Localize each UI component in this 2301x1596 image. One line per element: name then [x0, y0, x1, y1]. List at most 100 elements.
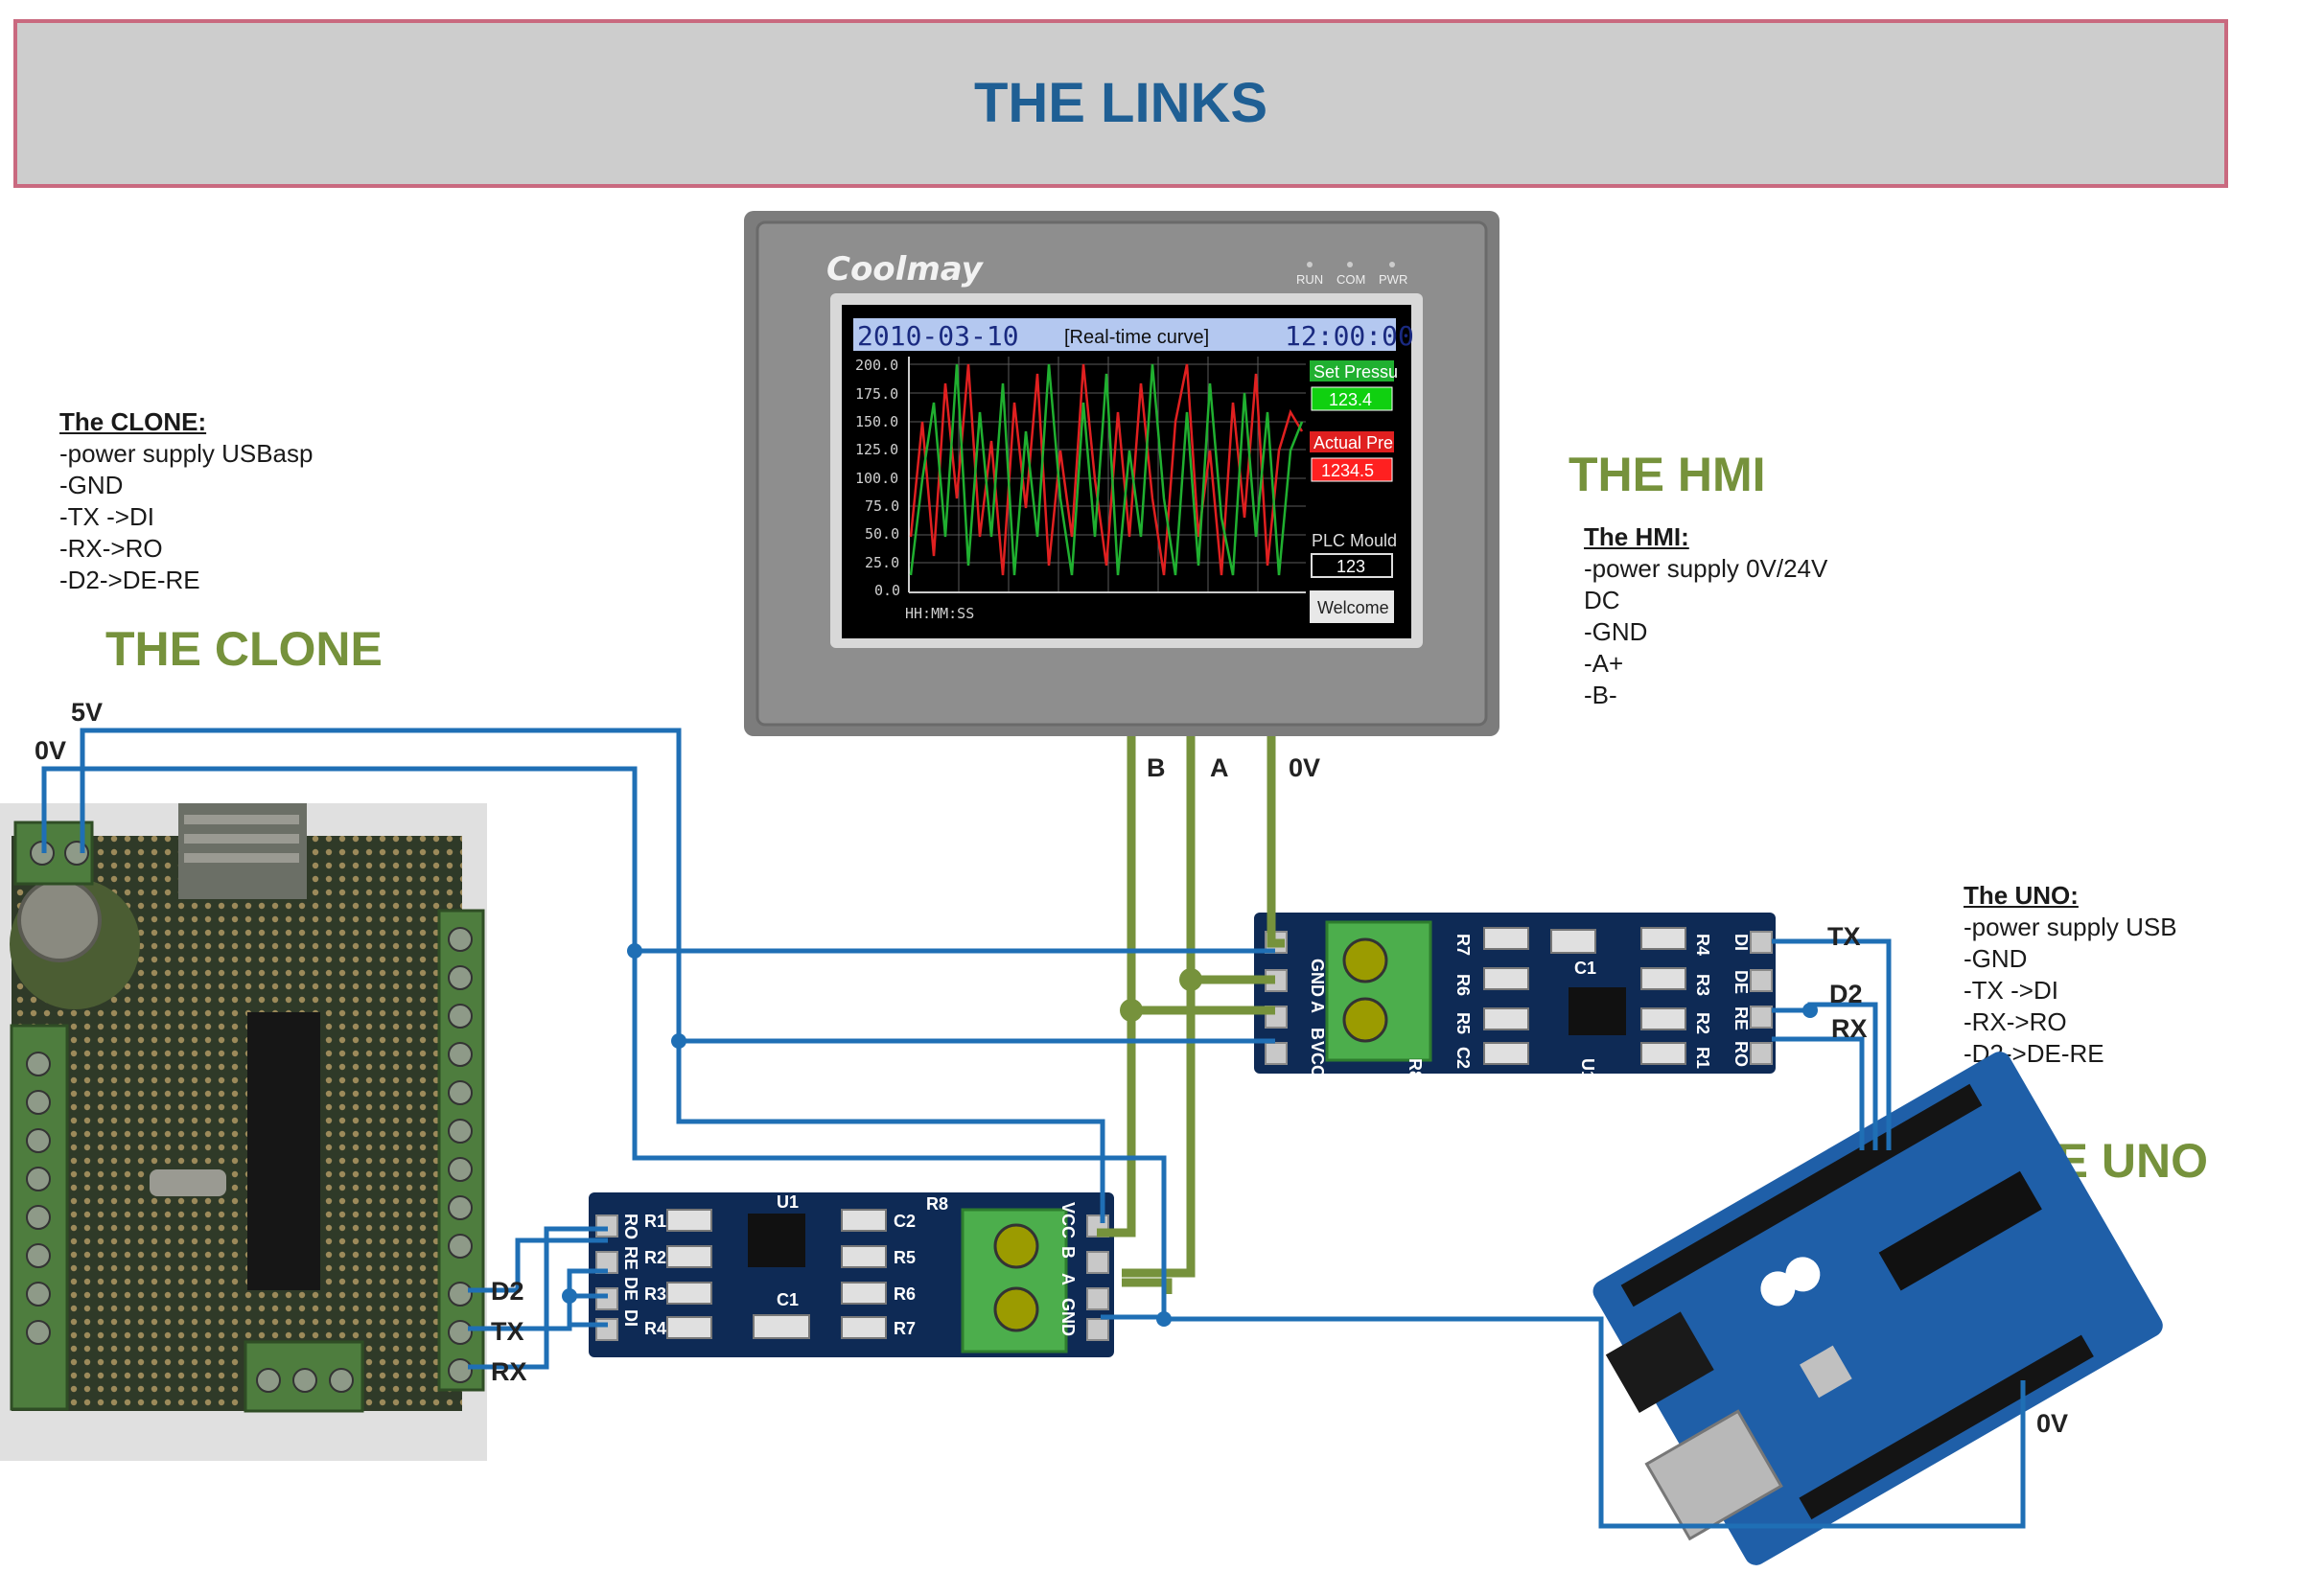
hmi-device: Coolmay RUN COM PWR 2010-03-10 [Real-tim…	[744, 211, 1499, 736]
wire-clone-d2	[468, 1237, 608, 1293]
hmi-note-line: DC	[1584, 586, 1620, 614]
module-pin-label: B	[1308, 1028, 1327, 1040]
module-resistor-label: R6	[894, 1284, 916, 1304]
hmi-actual-label: Actual Pre	[1313, 433, 1393, 452]
hmi-date: 2010-03-10	[857, 320, 1019, 352]
module-pin-label: DI	[1732, 934, 1751, 951]
module-resistor-label: R1	[644, 1212, 666, 1231]
module-resistor-label: R8	[1406, 1058, 1425, 1080]
module-resistor-label: R3	[1693, 974, 1712, 996]
clone-notes-heading: The CLONE:	[59, 407, 207, 436]
hmi-note-line: -power supply 0V/24V	[1584, 554, 1828, 583]
module-resistor-label: R1	[1693, 1047, 1712, 1069]
label-hmi-b: B	[1147, 753, 1166, 782]
hmi-brand: Coolmay	[826, 250, 985, 289]
wire-clone-tx	[468, 1268, 608, 1331]
module-pin-label: DE	[1732, 970, 1751, 994]
hmi-notes-heading: The HMI:	[1584, 522, 1689, 551]
module-chip-label: U1	[1578, 1058, 1597, 1080]
wire-uno-rx	[1772, 1036, 1865, 1150]
wire-clone-5v	[80, 728, 1105, 1223]
label-clone-0v: 0V	[35, 736, 67, 765]
module-pin-label: DI	[621, 1309, 640, 1327]
hmi-y-tick: 25.0	[865, 554, 899, 571]
hmi-indicator-pwr: PWR	[1379, 272, 1407, 287]
hmi-y-tick: 75.0	[865, 497, 899, 515]
label-uno-tx: TX	[1827, 922, 1861, 951]
module-chip-label: U1	[777, 1192, 799, 1212]
module-cap-label: C1	[1574, 959, 1596, 978]
module-pin-label: GND	[1058, 1298, 1078, 1336]
wire-uno-tx	[1772, 938, 1892, 1150]
hmi-set-value: 123.4	[1329, 390, 1372, 409]
hmi-y-tick: 100.0	[855, 470, 898, 487]
wire-hmi-a	[1122, 736, 1196, 1278]
title-banner: THE LINKS	[13, 19, 2228, 188]
clone-notes: The CLONE: -power supply USBasp -GND -TX…	[59, 406, 313, 596]
module-resistor-label: R4	[644, 1319, 666, 1338]
section-title-clone: THE CLONE	[105, 622, 383, 676]
label-clone-5v: 5V	[71, 698, 104, 727]
clone-note-line: -RX->RO	[59, 534, 163, 563]
uno-note-line: -GND	[1964, 944, 2028, 973]
section-title-hmi: THE HMI	[1569, 448, 1766, 501]
module-pin-label: RE	[1732, 1006, 1751, 1030]
module-resistor-label: R7	[894, 1319, 916, 1338]
uno-note-line: -RX->RO	[1964, 1007, 2067, 1036]
module-pin-label: VCC	[1308, 1041, 1327, 1077]
label-hmi-a: A	[1210, 753, 1229, 782]
module-resistor-label: R7	[1453, 934, 1473, 956]
hmi-y-tick: 0.0	[874, 582, 900, 599]
hmi-y-tick: 50.0	[865, 525, 899, 543]
hmi-set-label: Set Pressu	[1313, 362, 1398, 382]
module-pin-label: B	[1058, 1246, 1078, 1259]
rs485-module-hmi: GND A B VCC DI DE RE RO R7 R6 R5 C2 R4 R…	[1254, 913, 1776, 1080]
hmi-y-tick: 150.0	[855, 413, 898, 430]
module-pin-label: DE	[621, 1277, 640, 1301]
module-cap-label: C2	[1453, 1047, 1473, 1069]
module-cap-label: C1	[777, 1290, 799, 1309]
hmi-time: 12:00:00	[1285, 320, 1414, 352]
wire-uno-0v	[1164, 1316, 2026, 1529]
label-hmi-0v: 0V	[1289, 753, 1321, 782]
label-uno-rx: RX	[1831, 1014, 1868, 1043]
hmi-note-line: -GND	[1584, 617, 1648, 646]
module-resistor-label: R3	[644, 1284, 666, 1304]
clone-note-line: -power supply USBasp	[59, 439, 314, 468]
module-resistor-label: R2	[644, 1248, 666, 1267]
clone-note-line: -TX ->DI	[59, 502, 154, 531]
uno-note-line: -TX ->DI	[1964, 976, 2058, 1005]
label-clone-d2: D2	[491, 1277, 524, 1306]
label-uno-0v: 0V	[2036, 1409, 2069, 1438]
module-resistor-label: R8	[926, 1194, 948, 1214]
hmi-note-line: -B-	[1584, 681, 1617, 709]
hmi-welcome-button: Welcome	[1317, 598, 1389, 617]
rs485-module-clone: RO RE DE DI VCC B A GND R1 R2 R3 R4 R5 R…	[589, 1192, 1114, 1357]
module-resistor-label: R5	[894, 1248, 916, 1267]
module-pin-label: VCC	[1058, 1202, 1078, 1238]
hmi-y-tick: 175.0	[855, 385, 898, 403]
module-resistor-label: R6	[1453, 974, 1473, 996]
hmi-indicator-com: COM	[1336, 272, 1365, 287]
module-pin-label: GND	[1308, 959, 1327, 997]
label-uno-d2: D2	[1829, 980, 1863, 1008]
hmi-chart-title: [Real-time curve]	[1064, 327, 1209, 348]
wire-hmi-b	[1097, 736, 1136, 1237]
clone-note-line: -D2->DE-RE	[59, 566, 200, 594]
uno-notes-heading: The UNO:	[1964, 881, 2079, 910]
page-title: THE LINKS	[973, 72, 1268, 134]
module-pin-label: RE	[621, 1246, 640, 1270]
clone-board	[0, 803, 487, 1461]
module-pin-label: RO	[621, 1214, 640, 1239]
label-clone-rx: RX	[491, 1357, 527, 1386]
hmi-plc-value: 123	[1336, 557, 1365, 576]
hmi-y-tick: 200.0	[855, 357, 898, 374]
wire-clone-rx	[468, 1226, 608, 1370]
module-pin-label: RO	[1732, 1041, 1751, 1067]
label-clone-tx: TX	[491, 1317, 524, 1346]
module-resistor-label: R4	[1693, 934, 1712, 956]
module-pin-label: A	[1058, 1273, 1078, 1285]
uno-board	[1592, 1052, 2163, 1565]
module-pin-label: A	[1308, 1001, 1327, 1013]
